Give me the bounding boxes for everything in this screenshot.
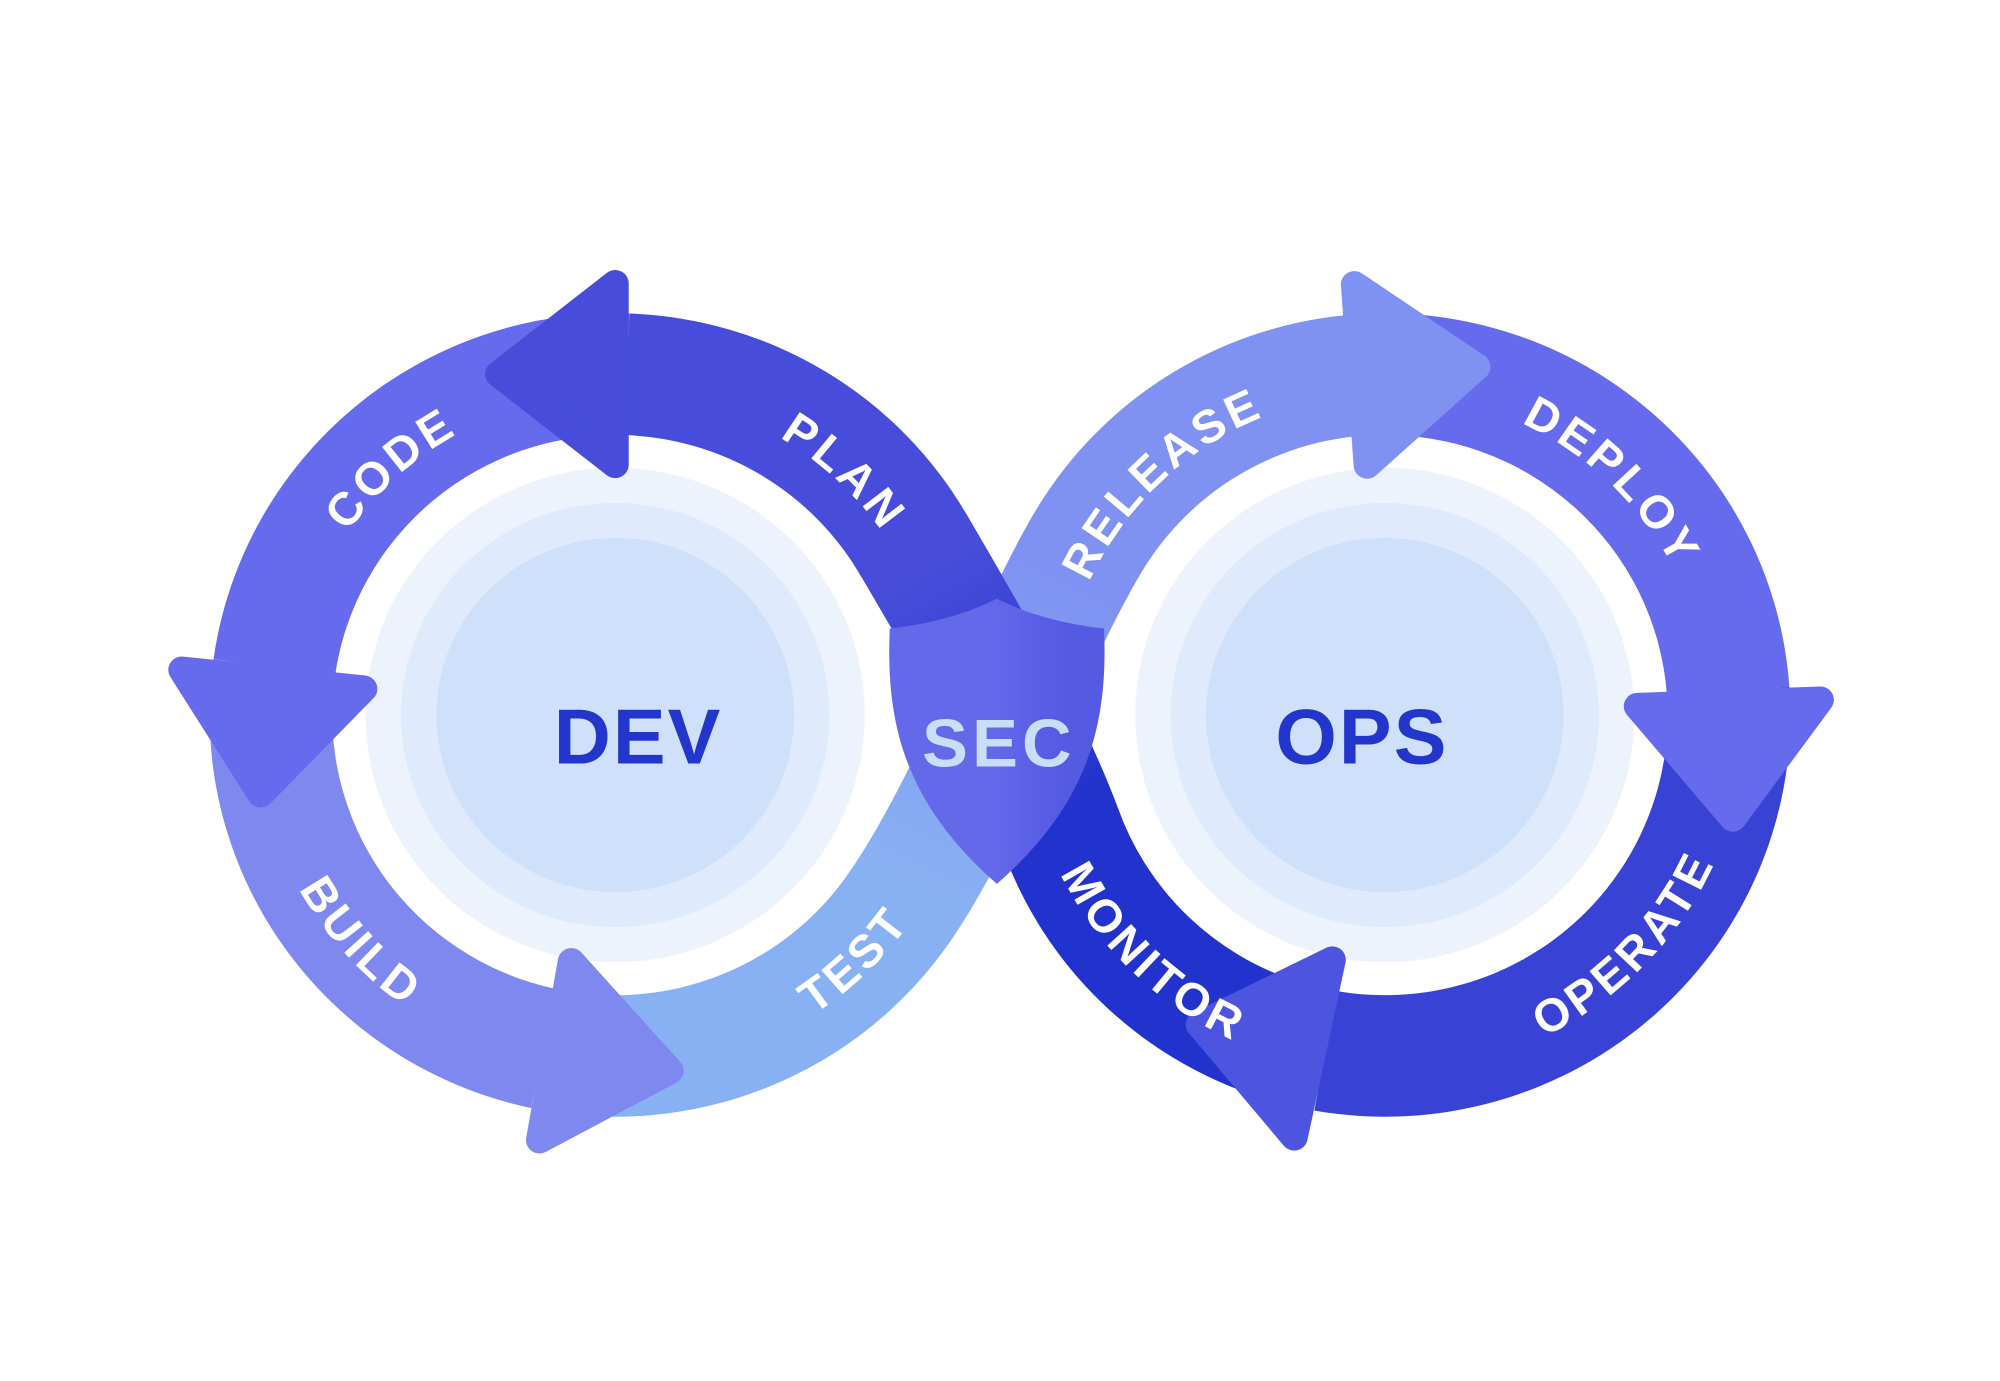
segment-plan [625,313,969,578]
deploy-arrowhead-icon [1623,686,1834,832]
dev-label: DEV [554,693,723,781]
operate-arrowhead-icon [1185,946,1346,1151]
ops-label: OPS [1275,693,1448,781]
shield-icon [889,598,1105,884]
release-arrowhead-icon [1340,271,1491,479]
sec-label: SEC [922,706,1076,782]
segment-operate [1314,686,1791,1117]
segment-deploy [1370,313,1790,696]
sec-shield-badge: SEC [889,598,1105,884]
plan-arrowhead-icon [485,270,629,479]
arrowheads [168,270,1834,1154]
code-arrowhead-icon [168,656,378,808]
left-loop-core [332,434,899,996]
right-loop-core [1101,434,1668,996]
build-arrowhead-icon [525,948,684,1154]
left-core-disc [436,537,795,893]
right-core-disc [1205,537,1564,893]
segment-release [1031,315,1358,578]
